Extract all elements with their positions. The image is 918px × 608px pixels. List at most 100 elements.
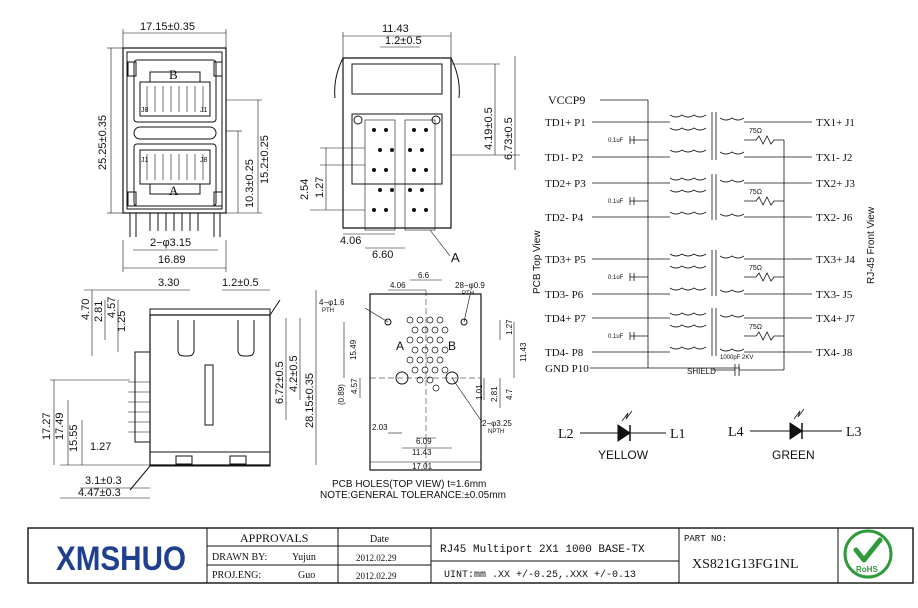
- drawn-by-label: DRAWN BY:: [212, 552, 267, 563]
- profile-view: [50, 289, 317, 499]
- profile-dim-4-57: 4.57: [106, 297, 118, 318]
- pcb-dim-2-phi-sub: NPTH: [488, 429, 504, 435]
- side-dim-4-06: 4.06: [340, 235, 361, 247]
- proj-eng-value: Guo: [298, 570, 315, 581]
- front-dim-10-3: 10.3±0.25: [244, 159, 256, 208]
- approvals-header: APPROVALS: [240, 531, 308, 545]
- cap-label: 0.1uF: [608, 275, 624, 281]
- profile-dim-4-47: 4.47±0.3: [78, 487, 121, 499]
- rj45-front-view-label: RJ-45 Front View: [866, 206, 877, 284]
- pcb-dim-4-7: 4.7: [505, 388, 514, 400]
- pcb-dim-1-01: 1.01: [475, 384, 484, 400]
- side-label-a: A: [451, 250, 460, 265]
- tolerance-note: NOTE:GENERAL TOLERANCE:±0.05mm: [320, 490, 506, 501]
- side-dim-6-60: 6.60: [372, 249, 393, 261]
- tx-label: TX1+ J1: [816, 117, 855, 129]
- front-pin-dim: 2−φ3.15: [150, 237, 191, 249]
- cap-label: 0.1uF: [608, 199, 624, 205]
- tx-label: TX4+ J7: [816, 313, 855, 325]
- front-base-dim: 16.89: [158, 254, 186, 266]
- pcb-dim-2-81: 2.81: [490, 386, 499, 402]
- part-description: RJ45 Multiport 2X1 1000 BASE-TX: [440, 544, 645, 556]
- led-yellow-right: L1: [670, 427, 686, 442]
- pcb-holes-note: PCB HOLES(TOP VIEW) t=1.6mm: [332, 479, 486, 490]
- schematic: [590, 99, 812, 376]
- tx-label: TX1- J2: [816, 152, 852, 164]
- td-label: TD3- P6: [545, 289, 584, 301]
- tx-label: TX2- J6: [816, 212, 853, 224]
- side-width-dim: 11.43: [382, 23, 409, 35]
- proj-eng-label: PROJ.ENG:: [212, 570, 261, 581]
- profile-dim-4-70: 4.70: [80, 299, 92, 320]
- title-block: [27, 527, 914, 584]
- front-width-dim: 17.15±0.35: [140, 21, 195, 33]
- pcb-dim-28-phi-sub: PTH: [462, 291, 474, 297]
- led-green-left: L4: [728, 425, 744, 440]
- rohs-badge: RoHS: [843, 529, 893, 579]
- pin-label: J1: [200, 107, 208, 114]
- profile-dim-3-30: 3.30: [158, 277, 179, 289]
- led-green-right: L3: [846, 425, 862, 440]
- profile-dim-17-27: 17.27: [41, 412, 53, 440]
- pcb-dim-4-06: 4.06: [390, 281, 406, 290]
- tx-label: TX4- J8: [816, 347, 853, 359]
- led-yellow-name: YELLOW: [598, 448, 649, 462]
- front-dim-15-2: 15.2±0.25: [259, 135, 271, 184]
- res-label: 75Ω: [749, 265, 762, 272]
- profile-dim-1-27: 1.27: [90, 441, 111, 453]
- profile-dim-6-72: 6.72±0.5: [274, 361, 286, 404]
- pin-label: J8: [200, 157, 208, 164]
- pcb-dim-17-01: 17.01: [412, 462, 433, 471]
- gnd-label: GND P10: [545, 363, 589, 375]
- side-dim-1-2: 1.2±0.5: [385, 35, 422, 47]
- front-height-dim: 25.25±0.35: [97, 115, 109, 170]
- pcb-dim-2-03: 2.03: [372, 423, 388, 432]
- part-no-label: PART NO:: [684, 534, 727, 544]
- side-view: [310, 32, 520, 257]
- unit-tolerance: UINT:mm .XX +/-0.25,.XXX +/-0.13: [444, 569, 636, 581]
- profile-dim-15-55: 15.55: [68, 424, 80, 452]
- port-a-label: A: [169, 183, 179, 198]
- pcb-dim-11-43b: 11.43: [412, 448, 432, 457]
- td-label: TD4+ P7: [545, 313, 586, 325]
- pcb-dim-1-27: 1.27: [505, 319, 514, 335]
- port-b-label: B: [169, 67, 178, 82]
- pcb-dim-4-phi: 4−φ1.6: [319, 298, 345, 307]
- cap-label: 0.1uF: [608, 138, 624, 144]
- profile-dim-3-1: 3.1±0.3: [85, 475, 122, 487]
- side-dim-4-19: 4.19±0.5: [483, 107, 495, 150]
- pin-label: J1: [141, 157, 149, 164]
- pcb-label-a: A: [396, 339, 404, 353]
- pcb-dim-4-phi-sub: PTH: [322, 308, 334, 314]
- side-dim-6-73: 6.73±0.5: [503, 117, 515, 160]
- front-view: [107, 29, 262, 272]
- profile-dim-1-2: 1.2±0.5: [222, 277, 259, 289]
- res-label: 75Ω: [749, 324, 762, 331]
- td-label: TD2- P4: [545, 212, 584, 224]
- pcb-view: [343, 279, 515, 471]
- pcb-label-b: B: [448, 339, 456, 353]
- pcb-dim-11-43: 11.43: [519, 342, 528, 362]
- proj-date: 2012.02.29: [356, 571, 397, 581]
- drawn-date: 2012.02.29: [356, 553, 397, 563]
- led-green: [750, 408, 842, 440]
- profile-dim-2-81: 2.81: [93, 301, 105, 322]
- rohs-label: RoHS: [856, 565, 878, 574]
- pin-label: J8: [141, 107, 149, 114]
- led-yellow: [580, 410, 666, 442]
- led-green-name: GREEN: [772, 448, 815, 462]
- tx-label: TX3- J5: [816, 289, 853, 301]
- res-label: 75Ω: [749, 189, 762, 196]
- td-label: TD4- P8: [545, 347, 584, 359]
- hv-cap-label: 1000pF 2KV: [720, 355, 753, 361]
- part-no-value: XS821G13FG1NL: [692, 557, 799, 572]
- pcb-top-view-label: PCB Top View: [532, 230, 543, 294]
- profile-dim-17-49: 17.49: [54, 412, 66, 440]
- check-icon: [853, 537, 883, 563]
- date-header: Date: [370, 534, 389, 545]
- td-label: TD1+ P1: [545, 117, 586, 129]
- td-label: TD2+ P3: [545, 178, 586, 190]
- pcb-dim-4-57: 4.57: [350, 378, 359, 394]
- profile-dim-4-2: 4.2±0.5: [288, 355, 300, 392]
